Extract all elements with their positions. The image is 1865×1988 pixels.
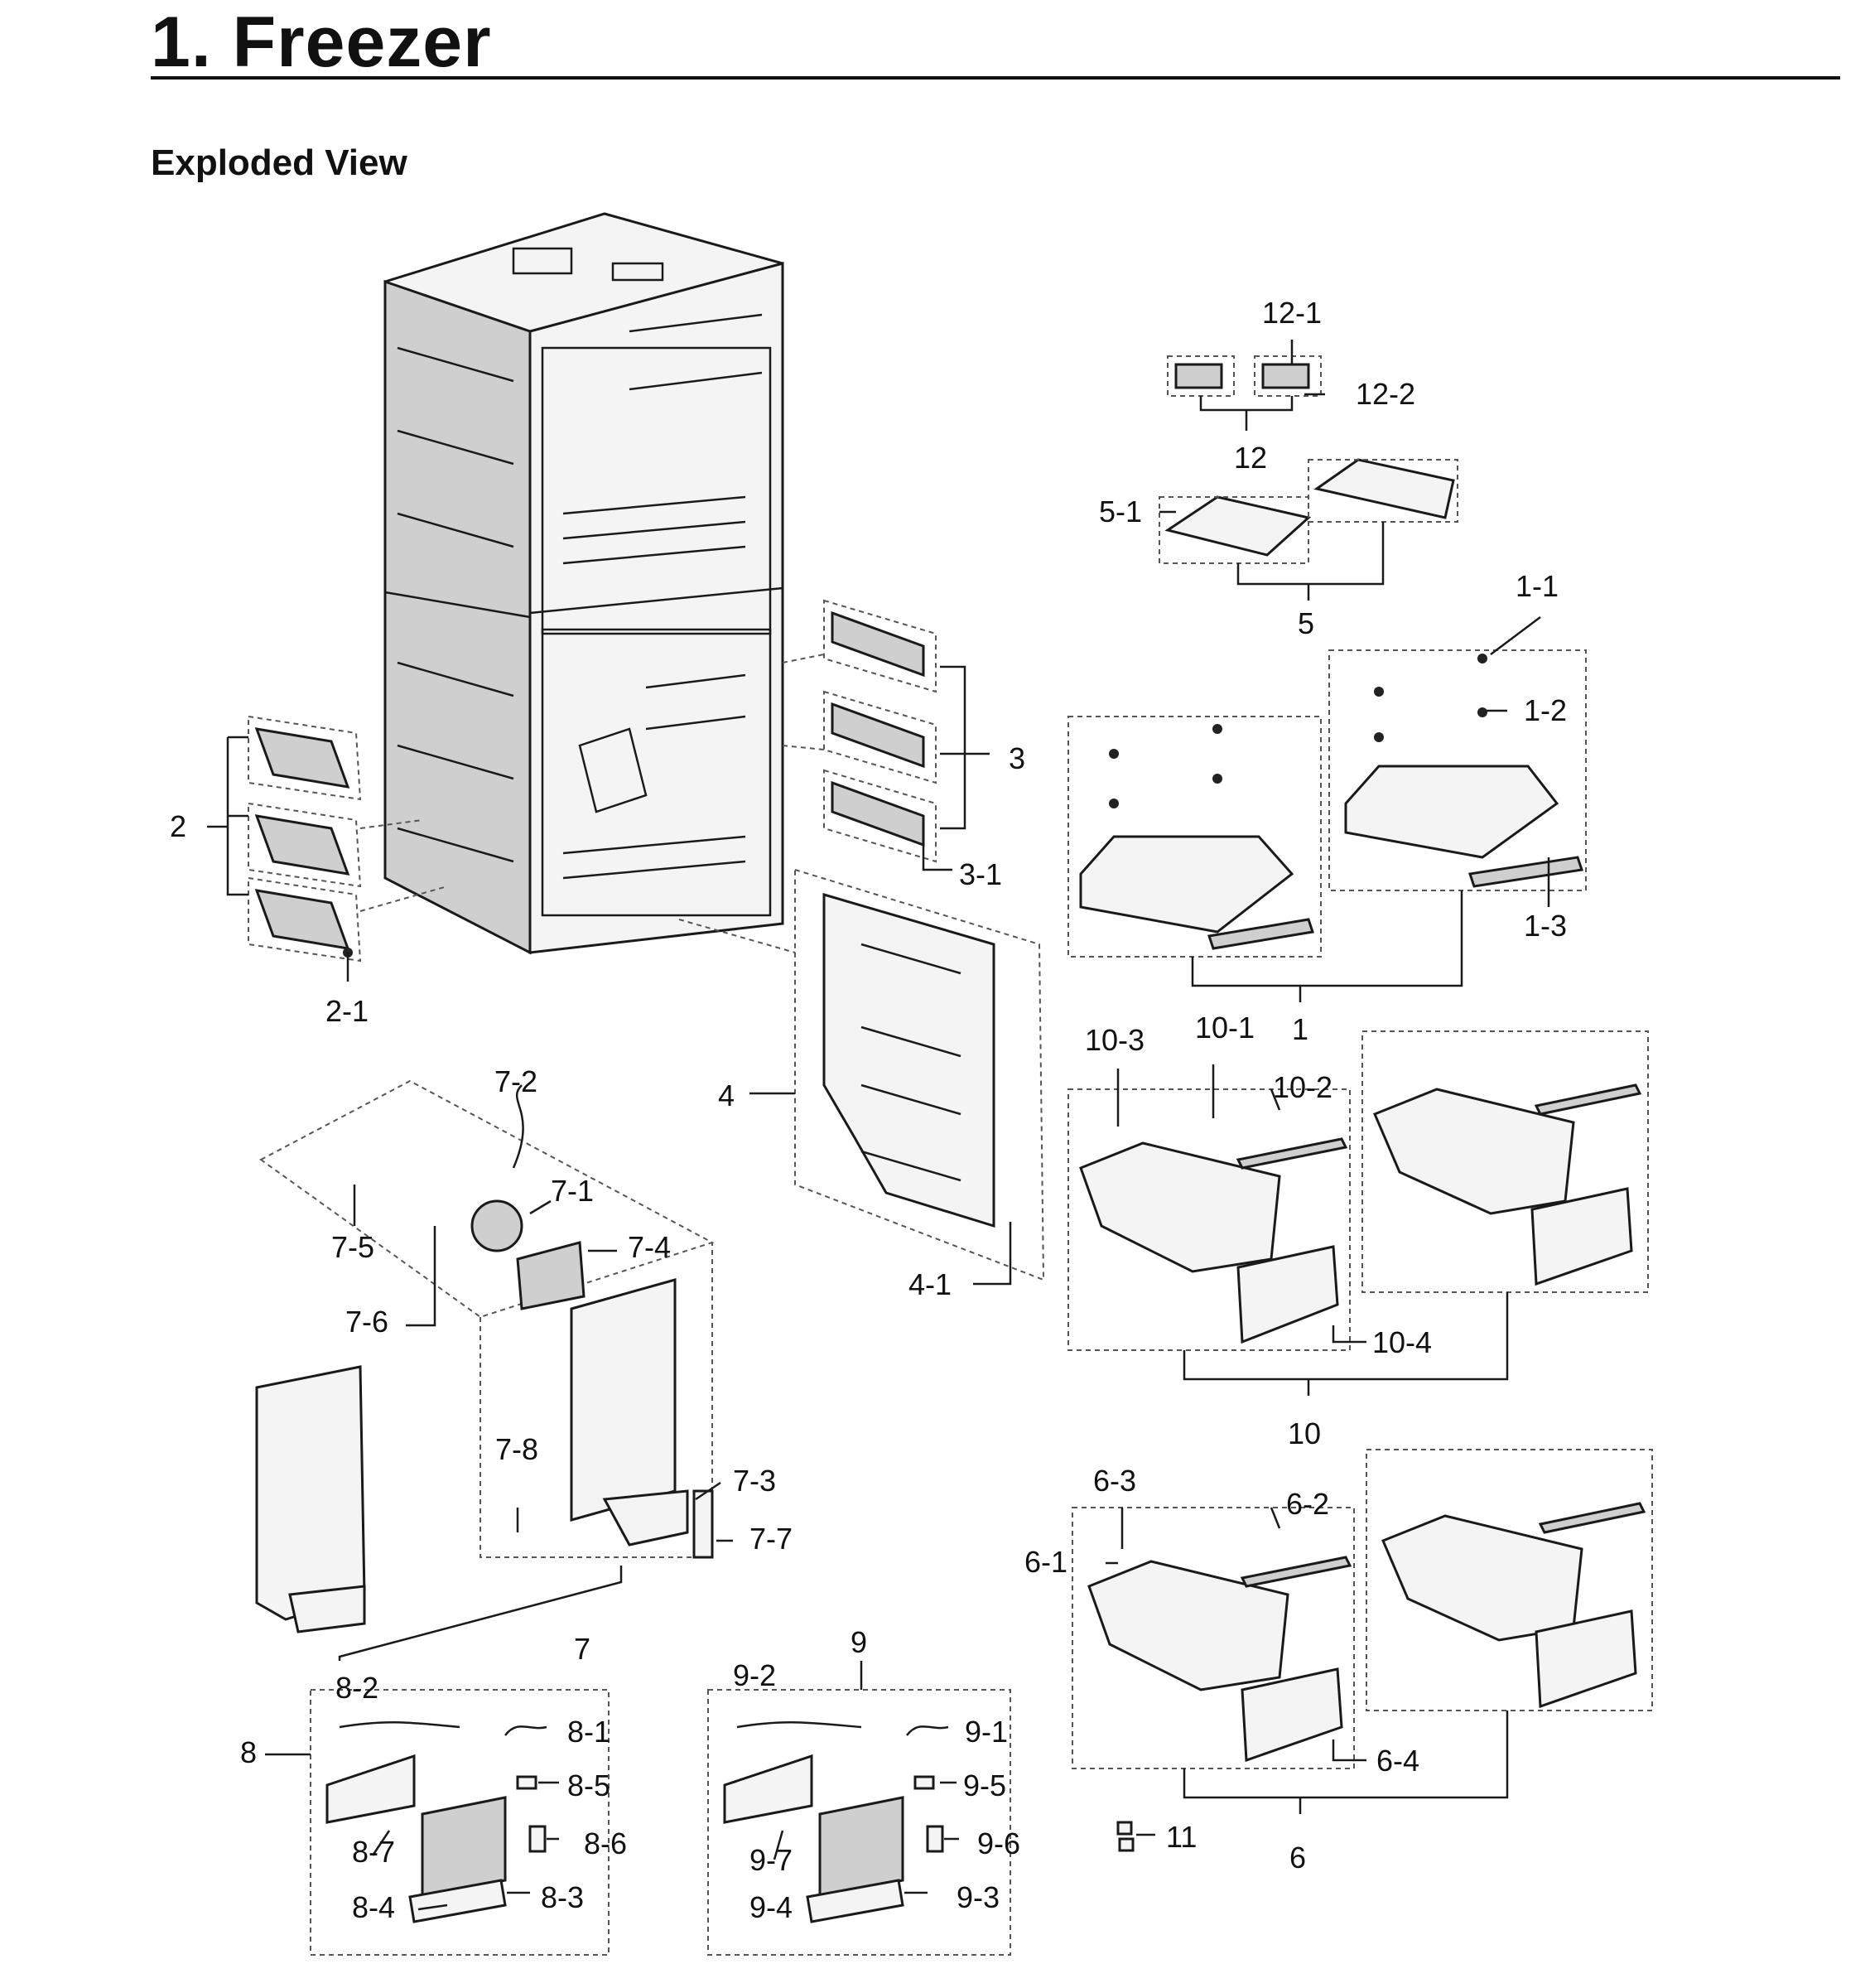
label-9-2: 9-2 <box>733 1658 776 1692</box>
part-7-assembly <box>255 1079 733 1661</box>
label-7-7: 7-7 <box>749 1522 793 1556</box>
freezer-cabinet <box>383 212 784 955</box>
part-2-rails <box>207 715 448 982</box>
label-1-2: 1-2 <box>1524 693 1567 727</box>
label-10: 10 <box>1288 1416 1321 1450</box>
page-title: 1. Freezer <box>151 2 492 82</box>
label-6-4: 6-4 <box>1376 1744 1419 1778</box>
label-7-8: 7-8 <box>495 1432 538 1466</box>
part-9-module <box>707 1661 1011 1956</box>
label-6-3: 6-3 <box>1093 1464 1136 1498</box>
label-1: 1 <box>1292 1012 1308 1046</box>
label-9-5: 9-5 <box>963 1768 1006 1802</box>
label-3-1: 3-1 <box>959 857 1002 891</box>
label-2: 2 <box>170 809 186 843</box>
label-6-1: 6-1 <box>1024 1545 1067 1579</box>
label-9-4: 9-4 <box>749 1890 793 1924</box>
label-9-6: 9-6 <box>977 1826 1020 1860</box>
label-12-2: 12-2 <box>1356 377 1415 411</box>
label-7-6: 7-6 <box>345 1305 388 1339</box>
label-8-7: 8-7 <box>352 1835 395 1869</box>
label-5: 5 <box>1298 606 1314 640</box>
label-7-1: 7-1 <box>551 1174 594 1208</box>
part-12-5-group <box>1159 340 1458 601</box>
label-6-2: 6-2 <box>1286 1487 1329 1521</box>
label-7-3: 7-3 <box>733 1464 776 1498</box>
label-9-1: 9-1 <box>965 1715 1008 1749</box>
part-6-bins <box>1072 1449 1653 1852</box>
label-1-1: 1-1 <box>1516 569 1559 603</box>
label-8-2: 8-2 <box>335 1671 378 1705</box>
label-12-1: 12-1 <box>1262 296 1322 330</box>
label-7-2: 7-2 <box>494 1064 537 1098</box>
part-3-rails <box>782 599 990 871</box>
label-7-4: 7-4 <box>628 1230 671 1264</box>
label-4: 4 <box>718 1078 735 1112</box>
label-11: 11 <box>1166 1820 1197 1854</box>
label-10-1: 10-1 <box>1195 1011 1255 1045</box>
label-8-1: 8-1 <box>567 1715 610 1749</box>
label-1-3: 1-3 <box>1524 909 1567 943</box>
label-3: 3 <box>1009 741 1025 775</box>
label-8-4: 8-4 <box>352 1890 395 1924</box>
label-10-3: 10-3 <box>1085 1023 1145 1057</box>
label-7: 7 <box>574 1632 590 1666</box>
part-1-trays <box>1067 616 1587 1002</box>
label-9: 9 <box>851 1625 867 1659</box>
callout-labels: 12-1 12-2 12 5-1 5 1-1 1-2 1-3 1 3 3-1 2… <box>170 296 1567 1924</box>
label-2-1: 2-1 <box>325 994 369 1028</box>
title-rule <box>151 76 1840 80</box>
section-title: Exploded View <box>151 142 407 183</box>
label-5-1: 5-1 <box>1099 495 1142 528</box>
label-10-4: 10-4 <box>1372 1325 1432 1359</box>
label-12: 12 <box>1234 441 1267 475</box>
label-8-6: 8-6 <box>584 1826 627 1860</box>
label-6: 6 <box>1289 1841 1306 1875</box>
label-9-7: 9-7 <box>749 1843 793 1877</box>
label-9-3: 9-3 <box>957 1880 1000 1914</box>
part-4-panel <box>678 868 1045 1286</box>
label-10-2: 10-2 <box>1273 1070 1332 1104</box>
label-8-5: 8-5 <box>567 1768 610 1802</box>
label-8: 8 <box>240 1735 257 1769</box>
part-10-bins <box>1067 1030 1649 1396</box>
part-8-module <box>265 1689 610 1956</box>
label-8-3: 8-3 <box>541 1880 584 1914</box>
label-4-1: 4-1 <box>908 1267 952 1301</box>
label-7-5: 7-5 <box>331 1230 374 1264</box>
